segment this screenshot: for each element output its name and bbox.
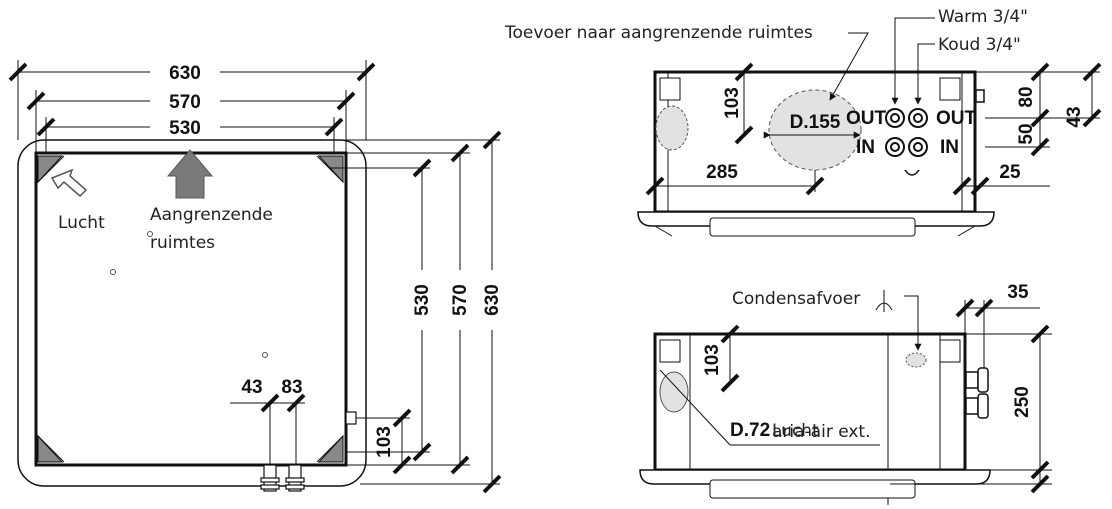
dim-570-width: 570 xyxy=(169,92,201,113)
bottom-dim-250: 250 xyxy=(1012,386,1033,418)
top-connectors xyxy=(885,89,985,176)
in-label-2: IN xyxy=(940,137,959,158)
front-horizontal-dims: 630 570 530 43 83 xyxy=(8,60,376,465)
dim-83: 83 xyxy=(281,377,302,398)
dim-43: 43 xyxy=(241,377,262,398)
corner-brackets xyxy=(37,155,344,463)
warm-label: Warm 3/4" xyxy=(938,7,1028,27)
bottom-dim-35: 35 xyxy=(1007,282,1029,303)
out-label-1: OUT xyxy=(846,108,887,129)
bottom-view: D.72 Lucht aria-air ext. Condensafvoer 1… xyxy=(639,282,1052,505)
top-dim-285: 285 xyxy=(706,162,738,183)
out-label-2: OUT xyxy=(936,108,977,129)
drain-icon xyxy=(875,290,893,312)
in-label-1: IN xyxy=(856,137,875,158)
top-dim-80: 80 xyxy=(1016,86,1037,107)
d72-opening xyxy=(659,371,689,413)
bottom-ext-label: aria-air ext. xyxy=(772,422,871,442)
condensafvoer-label: Condensafvoer xyxy=(732,289,860,309)
bottom-dim-103: 103 xyxy=(702,344,723,376)
toevoer-label: Toevoer naar aangrenzende ruimtes xyxy=(504,23,813,43)
lucht-label: Lucht xyxy=(58,213,105,233)
dim-530-height: 530 xyxy=(412,284,433,316)
top-view: D.155 OUT IN OUT IN Toevoer naar aangren… xyxy=(504,7,1102,237)
koud-label: Koud 3/4" xyxy=(938,35,1021,55)
top-dim-103: 103 xyxy=(722,87,743,119)
d155-label: D.155 xyxy=(790,112,841,133)
dim-630-width: 630 xyxy=(169,63,201,84)
bottom-lucht-label: Lucht xyxy=(772,421,819,441)
dim-103-front: 103 xyxy=(374,426,395,458)
dim-570-height: 570 xyxy=(450,284,471,316)
air-arrow-icon xyxy=(50,168,88,198)
front-view: Lucht Aangrenzende ruimtes 630 570 530 xyxy=(8,60,503,494)
top-dim-50: 50 xyxy=(1016,123,1037,144)
d155-opening xyxy=(768,89,862,171)
front-vertical-dims: 530 570 630 103 xyxy=(330,130,503,494)
adjacent-rooms-arrow-icon xyxy=(166,149,214,199)
bottom-connectors xyxy=(965,367,989,419)
front-inner-panel xyxy=(34,151,348,467)
aangrenzende-label: Aangrenzende xyxy=(150,205,273,225)
dim-530-width: 530 xyxy=(169,118,201,139)
top-dim-43: 43 xyxy=(1064,106,1085,127)
ruimtes-label: ruimtes xyxy=(150,233,215,253)
dim-630-height: 630 xyxy=(482,284,503,316)
top-dim-25: 25 xyxy=(999,162,1021,183)
d72-label: D.72 xyxy=(730,420,770,441)
